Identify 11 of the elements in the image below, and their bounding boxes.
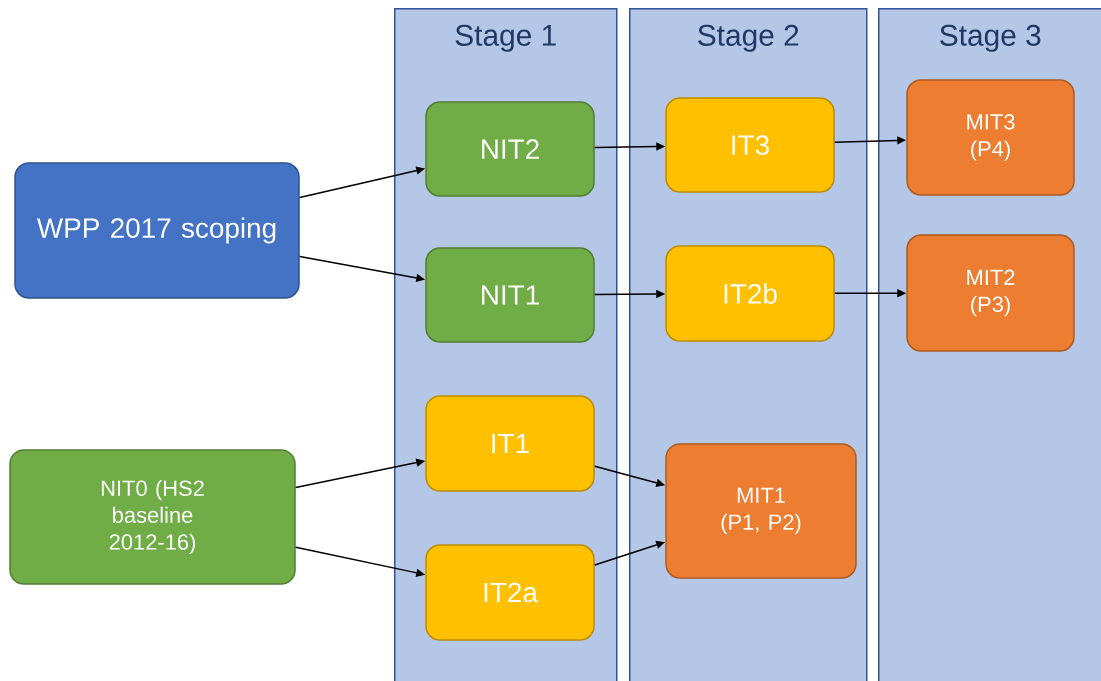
process-box: NIT2 — [425, 101, 595, 197]
process-box: MIT2 (P3) — [906, 234, 1075, 352]
process-box: NIT1 — [425, 247, 595, 343]
process-box: WPP 2017 scoping — [14, 162, 300, 299]
process-box: NIT0 (HS2 baseline 2012-16) — [9, 449, 296, 585]
process-box: IT2a — [425, 544, 595, 641]
process-box: IT3 — [665, 97, 835, 193]
process-box: IT1 — [425, 395, 595, 492]
process-box: IT2b — [665, 245, 835, 342]
process-box: MIT1 (P1, P2) — [665, 443, 857, 579]
process-box: MIT3 (P4) — [906, 79, 1075, 196]
